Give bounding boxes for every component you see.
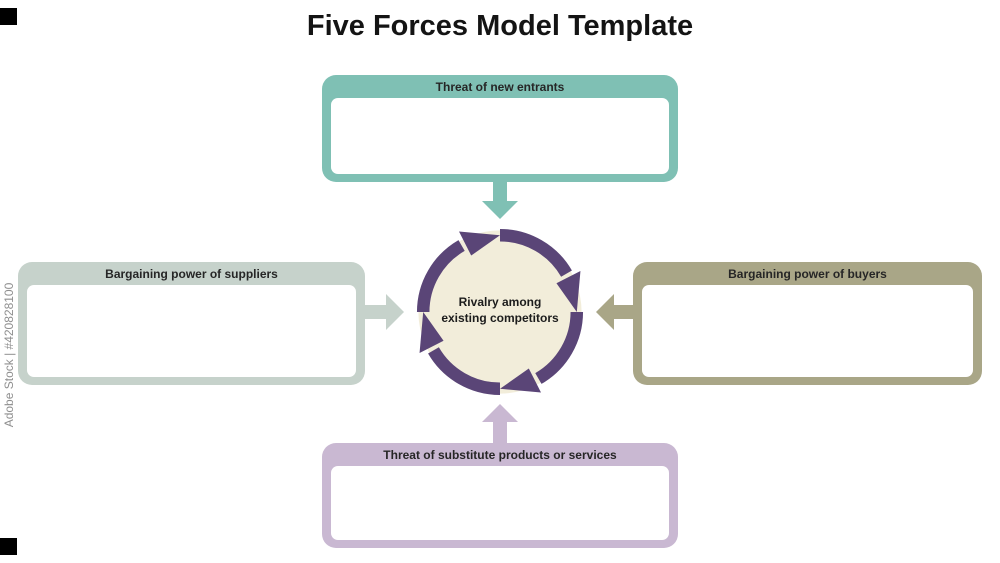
box-bargaining-suppliers: Bargaining power of suppliers <box>18 262 365 385</box>
page-title: Five Forces Model Template <box>306 10 694 42</box>
arrow-down-icon <box>482 181 518 219</box>
arrow-left-icon <box>596 294 636 330</box>
box-threat-substitutes: Threat of substitute products or service… <box>322 443 678 548</box>
watermark-square-top <box>0 8 17 25</box>
center-rivalry-label-line1: Rivalry among <box>458 295 542 309</box>
box-threat-substitutes-label: Threat of substitute products or service… <box>383 448 617 462</box>
box-bargaining-buyers: Bargaining power of buyers <box>633 262 982 385</box>
watermark-square-bottom <box>0 538 17 555</box>
box-threat-new-entrants-label: Threat of new entrants <box>435 80 565 94</box>
box-bargaining-buyers-label: Bargaining power of buyers <box>728 267 887 281</box>
box-bargaining-suppliers-label: Bargaining power of suppliers <box>105 267 278 281</box>
arrow-right-icon <box>364 294 404 330</box>
box-bargaining-buyers-field <box>642 285 973 377</box>
box-threat-new-entrants-field <box>331 98 669 174</box>
center-rivalry-label: Rivalry among existing competitors <box>425 295 575 327</box>
arrow-up-icon <box>482 404 518 443</box>
center-rivalry-label-line2: existing competitors <box>441 310 559 325</box>
cycle-arrows-icon <box>404 216 596 408</box>
box-bargaining-suppliers-field <box>27 285 356 377</box>
watermark-text: Adobe Stock | #420828100 <box>2 282 16 428</box>
box-threat-substitutes-field <box>331 466 669 540</box>
box-threat-new-entrants: Threat of new entrants <box>322 75 678 182</box>
